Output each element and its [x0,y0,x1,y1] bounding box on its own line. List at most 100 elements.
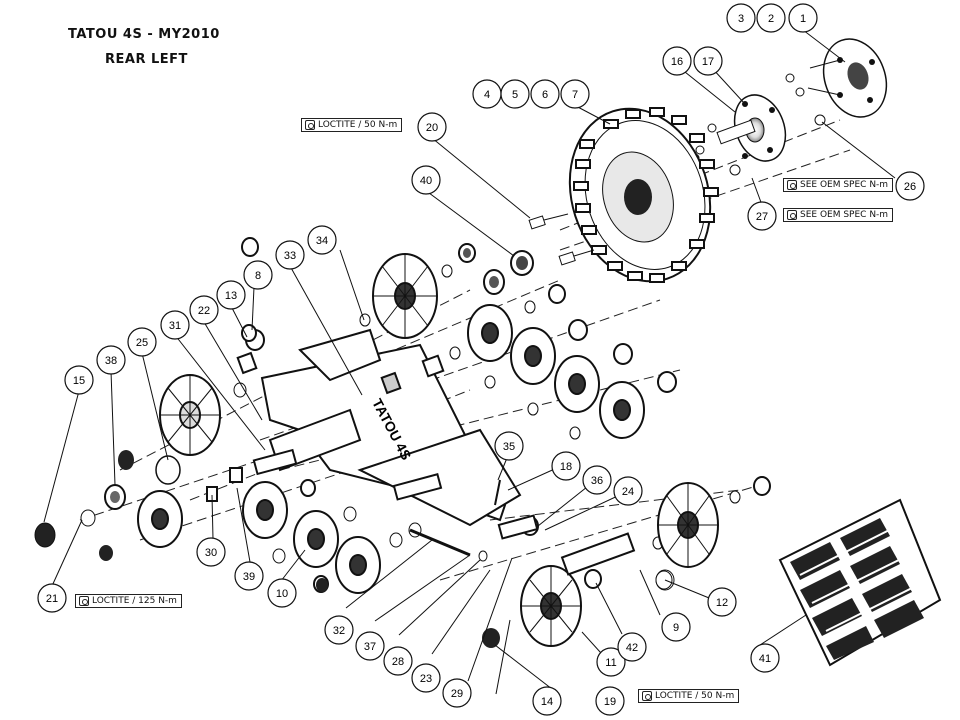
callout-40: 40 [411,165,441,195]
callout-circle [127,327,157,357]
suspension-frame [206,328,636,576]
callout-number: 31 [169,320,181,332]
note-text: SEE OEM SPEC N-m [800,210,889,220]
callout-circle [243,260,273,290]
oem-spec-note-27: SEE OEM SPEC N-m [783,208,894,222]
loctite-note-125: LOCTITE / 125 N-m [75,594,182,608]
callout-number: 3 [738,13,744,25]
callout-number: 22 [198,305,210,317]
callout-number: 37 [364,641,376,653]
callout-number: 24 [622,486,634,498]
spec-box-icon [787,210,797,220]
callout-circle [661,612,691,642]
dust-caps [34,450,673,648]
callout-circle [64,365,94,395]
callout-7: 7 [560,79,590,109]
note-text: SEE OEM SPEC N-m [800,180,889,190]
callout-31: 31 [160,310,190,340]
callout-27: 27 [747,201,777,231]
callout-number: 17 [702,56,714,68]
callout-circle [216,280,246,310]
callout-circle [662,46,692,76]
callout-13: 13 [216,280,246,310]
callout-30: 30 [196,537,226,567]
callout-number: 23 [420,673,432,685]
callout-circle [756,3,786,33]
callout-6: 6 [530,79,560,109]
callout-circle [96,345,126,375]
callout-circle [307,225,337,255]
callout-circle [613,476,643,506]
spec-box-icon [79,596,89,606]
callout-circle [895,171,925,201]
callout-number: 15 [73,375,85,387]
callout-circle [275,240,305,270]
callout-number: 41 [759,653,771,665]
loctite-note-bottom: LOCTITE / 50 N-m [638,689,740,703]
callout-16: 16 [662,46,692,76]
callout-19: 19 [595,686,625,716]
callout-number: 32 [333,625,345,637]
callout-circle [411,663,441,693]
callout-circle [234,561,264,591]
callout-number: 28 [392,656,404,668]
callout-42: 42 [617,632,647,662]
callout-number: 6 [542,89,548,101]
callout-32: 32 [324,615,354,645]
callout-39: 39 [234,561,264,591]
callout-23: 23 [411,663,441,693]
idler-wheels [137,253,719,647]
callout-9: 9 [661,612,691,642]
callout-circle [617,632,647,662]
drive-hub [716,94,787,162]
callout-number: 11 [605,657,616,669]
callout-circle [411,165,441,195]
callout-1: 1 [788,3,818,33]
callout-number: 29 [451,688,463,700]
callout-circle [160,310,190,340]
callout-circle [189,295,219,325]
callout-number: 16 [671,56,683,68]
callout-number: 1 [800,13,806,25]
spec-box-icon [642,691,652,701]
callout-24: 24 [613,476,643,506]
callout-2: 2 [756,3,786,33]
callout-21: 21 [37,583,67,613]
note-text: LOCTITE / 125 N-m [92,596,177,606]
callout-number: 26 [904,181,916,193]
callout-circle [693,46,723,76]
callout-number: 10 [276,588,288,600]
callout-number: 12 [716,597,728,609]
spec-box-icon [305,120,315,130]
callout-circle [788,3,818,33]
callout-circle [324,615,354,645]
callout-circle [582,465,612,495]
callout-number: 38 [105,355,117,367]
callout-circle [595,686,625,716]
oem-spec-note-26: SEE OEM SPEC N-m [783,178,894,192]
callout-14: 14 [532,686,562,716]
callout-number: 19 [604,696,616,708]
drive-sprocket [568,107,719,283]
callout-circle [530,79,560,109]
callout-34: 34 [307,225,337,255]
diagram-subtitle: REAR LEFT [105,52,188,67]
callout-circle [726,3,756,33]
callout-circle [355,631,385,661]
callout-circle [707,587,737,617]
callout-number: 33 [284,250,296,262]
callout-circle [500,79,530,109]
callout-number: 14 [541,696,553,708]
callout-4: 4 [472,79,502,109]
callout-26: 26 [895,171,925,201]
callout-circle [196,537,226,567]
diagram-title: TATOU 4S - MY2010 [68,27,220,42]
callout-number: 5 [512,89,518,101]
callout-33: 33 [275,240,305,270]
callout-number: 34 [316,235,328,247]
callout-number: 7 [572,89,578,101]
note-text: LOCTITE / 50 N-m [655,691,735,701]
callout-3: 3 [726,3,756,33]
